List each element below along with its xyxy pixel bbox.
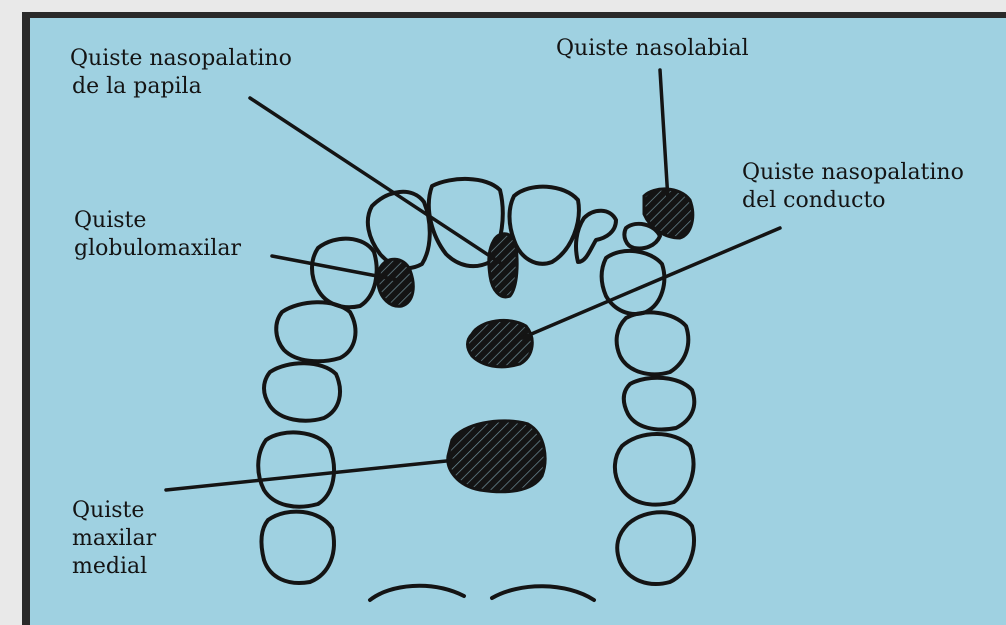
tooth-premolar-left-1: [276, 302, 355, 361]
tooth-premolar-left-2: [264, 363, 340, 420]
arc-bottom-left: [370, 586, 464, 600]
tooth-molar-right-1: [615, 434, 694, 505]
label-nasopalatino-conducto-line2: del conducto: [742, 188, 886, 214]
leader-maxilar-medial: [166, 460, 456, 490]
label-maxilar-medial-line1: Quiste: [72, 498, 144, 524]
tooth-premolar-right-2: [624, 378, 695, 430]
label-nasopalatino-conducto-line1: Quiste nasopalatino: [742, 160, 964, 186]
label-maxilar-medial-line2: maxilar: [72, 526, 156, 552]
cysts: [378, 189, 693, 492]
teeth-outline: [258, 179, 694, 600]
tooth-molar-left-1: [258, 432, 334, 506]
label-nasopalatino-papila-line1: Quiste nasopalatino: [70, 46, 292, 72]
tooth-molar-left-2: [261, 512, 334, 583]
cyst-nasopalatino-conducto: [468, 320, 533, 366]
cyst-maxilar-medial: [448, 421, 545, 492]
tooth-central-right: [510, 187, 579, 264]
label-globulomaxilar-line2: globulomaxilar: [74, 236, 241, 262]
arc-bottom-right: [492, 586, 594, 600]
label-nasopalatino-papila-line2: de la papila: [72, 74, 202, 100]
cyst-globulomaxilar: [378, 259, 413, 306]
tooth-premolar-right-1: [617, 312, 689, 374]
leader-nasopalatino-papila: [250, 98, 502, 264]
label-nasolabial: Quiste nasolabial: [556, 36, 749, 62]
leader-nasolabial: [660, 70, 668, 200]
tooth-molar-right-2: [617, 512, 694, 584]
label-maxilar-medial-line3: medial: [72, 554, 147, 580]
label-globulomaxilar-line1: Quiste: [74, 208, 146, 234]
